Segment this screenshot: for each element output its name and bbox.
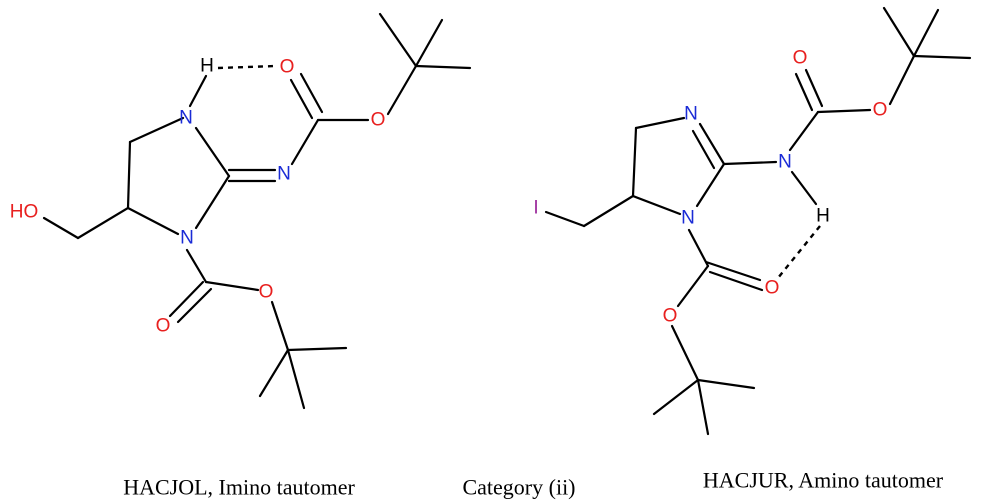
bond [788, 110, 820, 152]
bond [722, 160, 778, 166]
atom-label-o: O [280, 57, 295, 78]
bond [691, 129, 716, 170]
bond [414, 64, 472, 70]
bond [912, 8, 940, 58]
atom-label-o: O [793, 48, 808, 69]
bond [816, 108, 872, 114]
bond [804, 68, 824, 108]
atom-label-o: O [663, 306, 678, 327]
bond [185, 248, 208, 284]
atom-label-h: H [200, 56, 214, 77]
bond [912, 54, 972, 60]
bond [631, 194, 682, 216]
atom-label-n: N [277, 164, 291, 185]
bond [696, 378, 756, 390]
bond [696, 378, 710, 436]
bond [188, 74, 208, 108]
atom-label-n: N [684, 104, 698, 125]
bond [126, 140, 132, 210]
bond [631, 126, 638, 198]
bond [378, 12, 418, 68]
atom-label-o: O [156, 316, 171, 337]
bond [698, 122, 726, 166]
hydrogen-bond [217, 64, 277, 70]
bond [42, 216, 80, 240]
atom-label-o: O [873, 100, 888, 121]
bond [888, 54, 916, 106]
bond [670, 324, 700, 382]
bond [270, 300, 290, 352]
atom-label-n: N [681, 208, 695, 229]
atom-label-o: O [765, 278, 780, 299]
bond [286, 348, 306, 410]
structure-caption: HACJUR, Amino tautomer [703, 468, 944, 493]
atom-label-n: N [180, 228, 194, 249]
hydrogen-bond [777, 225, 821, 279]
atom-label-i: I [533, 198, 538, 219]
atom-label-n: N [778, 152, 792, 173]
bond [290, 118, 320, 166]
bond [258, 348, 290, 398]
bond [676, 264, 710, 308]
bond [76, 206, 130, 240]
atom-label-o: O [371, 110, 386, 131]
bond [286, 346, 348, 352]
bond [708, 270, 764, 292]
atom-label-ho: HO [10, 202, 39, 223]
atom-label-o: O [259, 282, 274, 303]
bond [634, 116, 686, 130]
bond [544, 210, 586, 228]
atom-label-h: H [816, 206, 830, 227]
structure-hacjol: N H O O N N HO O O HACJOL, Imino tautome… [10, 12, 472, 500]
bond [386, 64, 418, 116]
structure-caption: HACJOL, Imino tautomer [123, 475, 355, 500]
bond [126, 206, 180, 236]
bond [882, 6, 916, 58]
bond [794, 72, 814, 112]
bond [299, 72, 324, 114]
atom-label-n: N [179, 108, 193, 129]
bond [414, 18, 444, 68]
bond [687, 228, 710, 268]
bond [652, 378, 700, 416]
bond [695, 162, 726, 208]
bond [168, 280, 205, 318]
bond [582, 194, 635, 228]
bond [289, 78, 314, 120]
bond [176, 287, 213, 324]
bond [194, 126, 231, 178]
bond [790, 170, 818, 206]
category-caption: Category (ii) [462, 475, 575, 500]
bond [204, 280, 260, 292]
structure-hacjur: N O O N H N I O O HACJUR, Amino tautomer [533, 6, 972, 493]
bond [704, 260, 762, 282]
bond [128, 116, 185, 144]
bond [194, 174, 231, 230]
